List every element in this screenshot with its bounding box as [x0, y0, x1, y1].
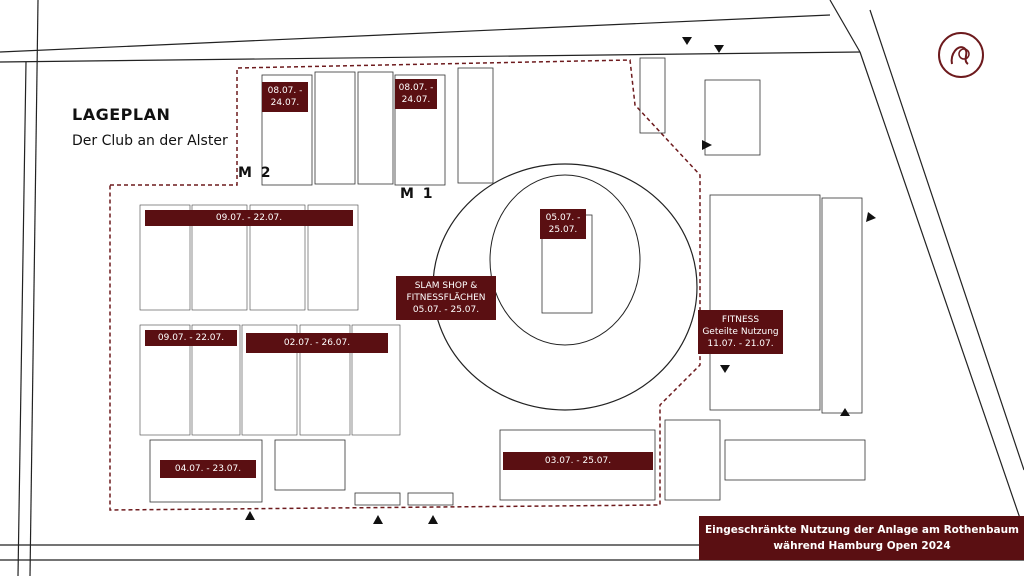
left-courts	[139, 204, 401, 436]
court-m2-label: M 2	[238, 165, 273, 181]
footer-note: Eingeschränkte Nutzung der Anlage am Rot…	[699, 516, 1024, 560]
top-courts	[261, 57, 761, 186]
club-logo-icon	[938, 32, 984, 78]
date-tag-right-mid: 02.07. - 26.07.	[246, 333, 388, 353]
date-tag-bottom-center: 03.07. - 25.07.	[503, 452, 653, 470]
date-tag-center-court: 05.07. - 25.07.	[540, 209, 586, 239]
site-boundary	[109, 59, 701, 511]
stadium-inner	[489, 174, 641, 346]
date-tag-left-top: 09.07. - 22.07.	[145, 210, 353, 226]
court-m1-label: M 1	[400, 186, 435, 202]
map-subtitle: Der Club an der Alster	[72, 133, 228, 149]
date-tag-left-mid: 09.07. - 22.07.	[145, 330, 237, 346]
date-tag-fitness: FITNESS Geteilte Nutzung 11.07. - 21.07.	[698, 310, 783, 354]
date-tag-slam-shop: SLAM SHOP & FITNESSFLÄCHEN 05.07. - 25.0…	[396, 276, 496, 320]
date-tag-m2: 08.07. - 24.07.	[262, 82, 308, 112]
date-tag-bottom-left: 04.07. - 23.07.	[160, 460, 256, 478]
entrance-arrow-icon	[245, 37, 876, 524]
map-title: LAGEPLAN	[72, 105, 171, 124]
date-tag-m1: 08.07. - 24.07.	[395, 79, 437, 109]
right-blocks	[149, 194, 866, 506]
